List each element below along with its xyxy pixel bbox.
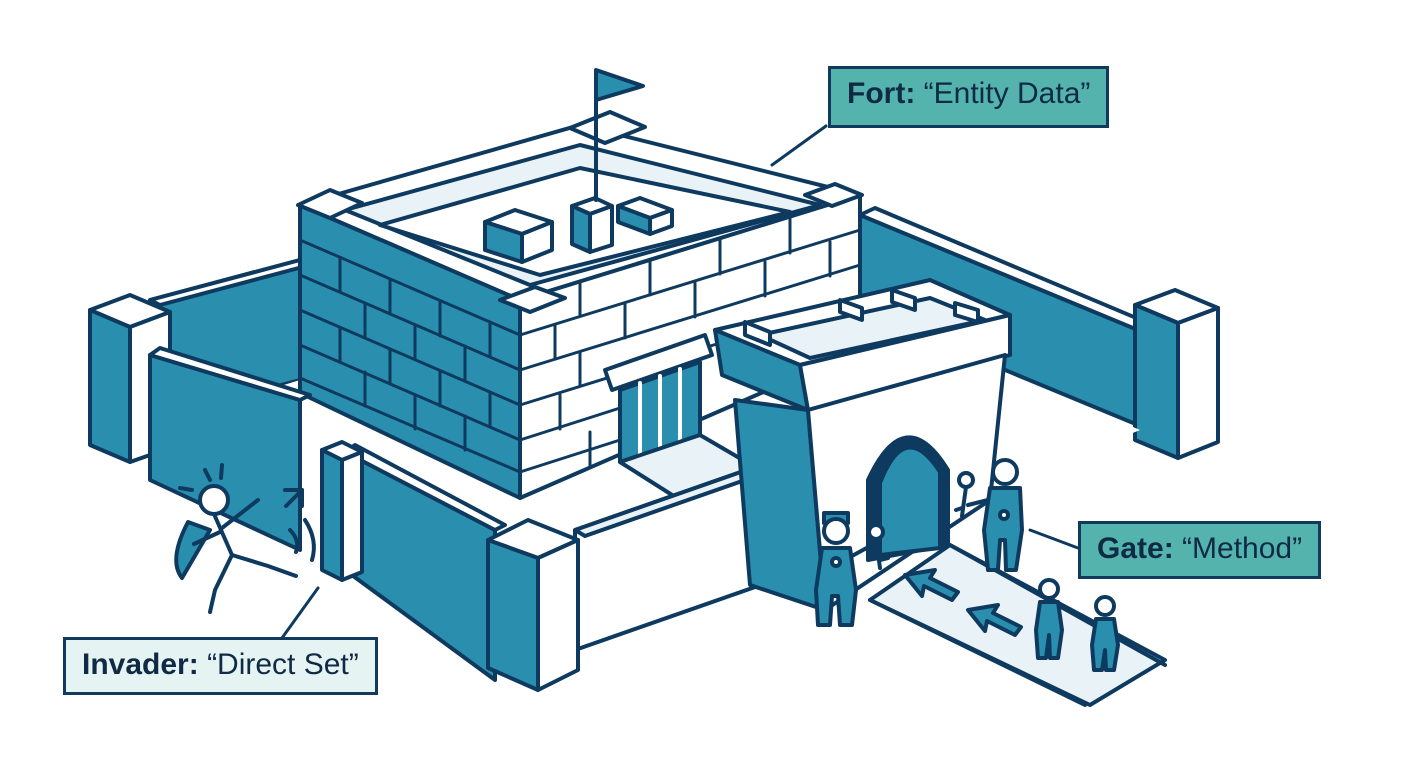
corner-tower-front (486, 518, 580, 692)
person-icon (1090, 595, 1120, 672)
invader-callout: Invader: “Direct Set” (63, 637, 378, 695)
gate-leader-line (1028, 528, 1080, 550)
invader-figure (174, 463, 316, 614)
fort-term: Fort: (847, 77, 916, 110)
fort-leader-line (770, 124, 828, 167)
rooftop-crates (483, 196, 674, 264)
guard-right (966, 458, 1024, 572)
corner-tower-back-right (1133, 288, 1220, 460)
key-icon (867, 523, 890, 570)
fort-label: “Entity Data” (923, 77, 1091, 110)
gate-term: Gate: (1097, 532, 1174, 565)
invader-leader-line (280, 586, 320, 640)
gate-label: “Method” (1182, 532, 1303, 565)
gatehouse (713, 278, 1012, 612)
fort-callout: Fort: “Entity Data” (828, 66, 1110, 128)
keep-door (603, 333, 762, 502)
flag-icon (594, 68, 645, 202)
gate-callout: Gate: “Method” (1078, 521, 1322, 579)
arrow-icon (903, 568, 1023, 637)
invader-label: “Direct Set” (207, 648, 359, 681)
person-icon (1034, 578, 1064, 660)
invader-term: Invader: (82, 648, 199, 681)
guard-left (814, 511, 874, 627)
front-wall-left (148, 346, 507, 682)
key-icon (954, 471, 975, 518)
wall-pillar (320, 440, 364, 582)
